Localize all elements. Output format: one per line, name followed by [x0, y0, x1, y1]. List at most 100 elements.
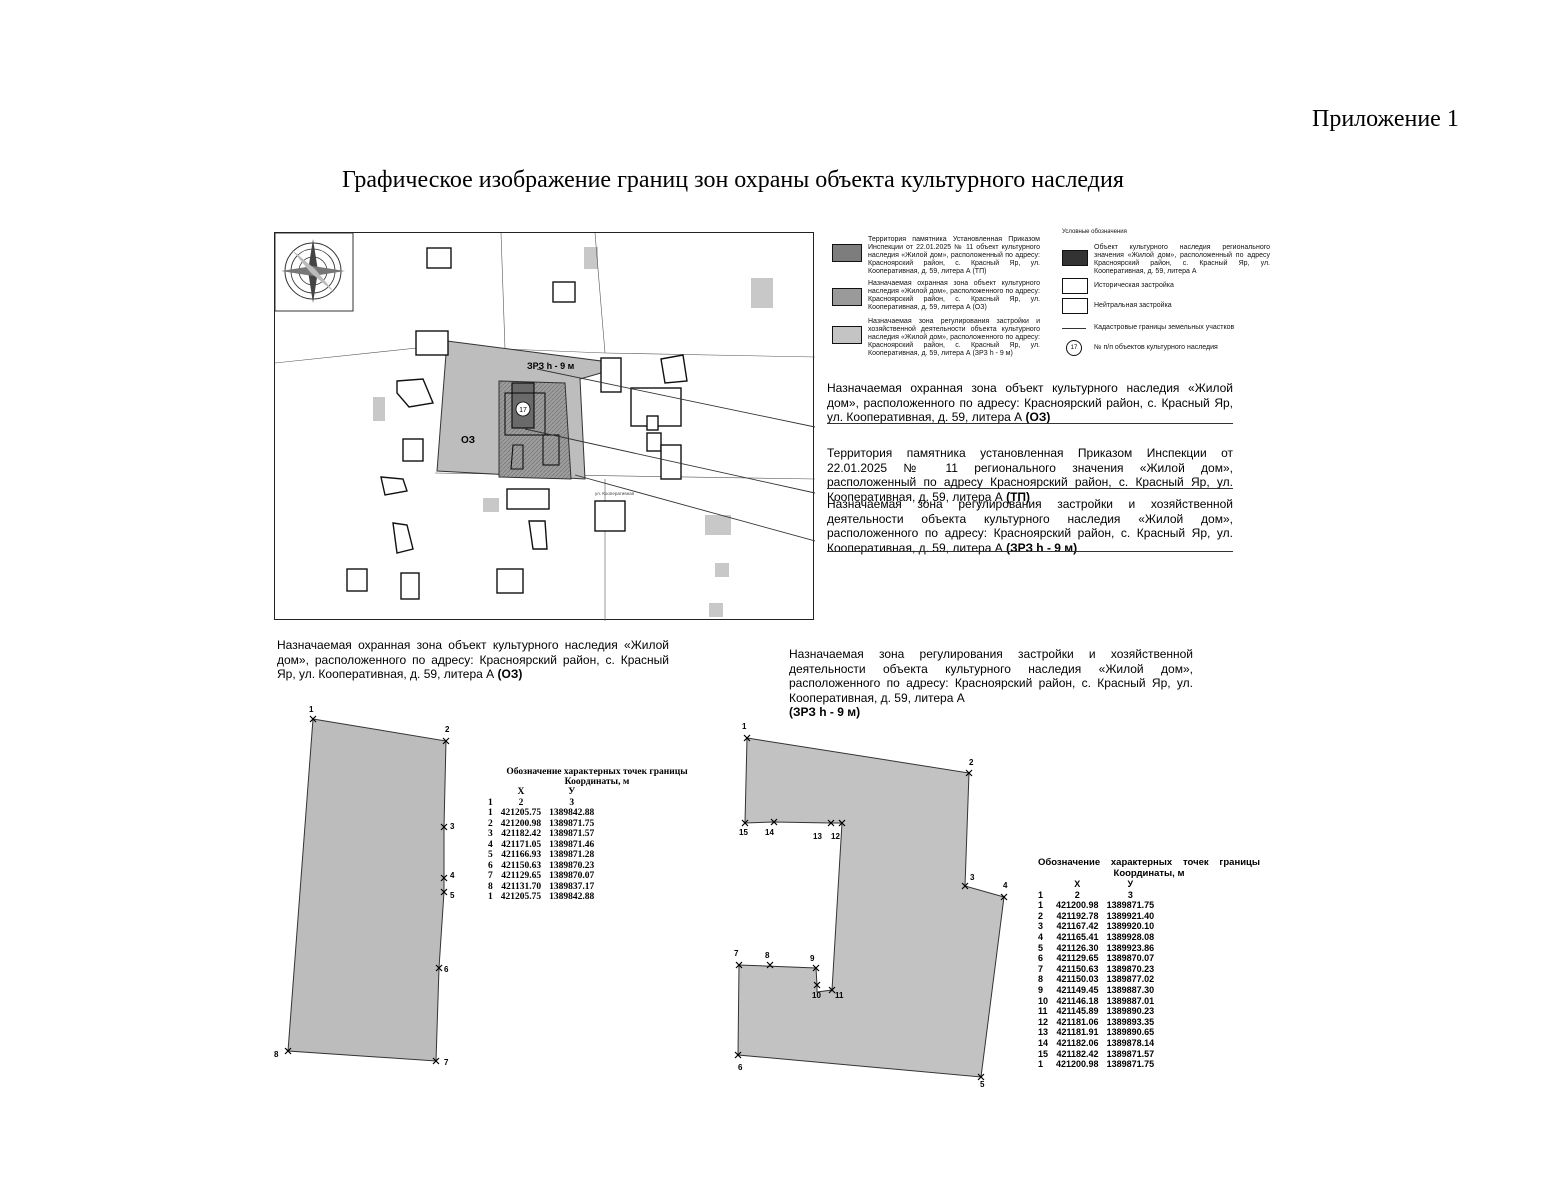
callout-zrz: Назначаемая зона регулирования застройки… [827, 497, 1233, 555]
oz-cell: 421200.98 [500, 818, 542, 829]
legend-item-tp: Территория памятника Установленная Прика… [832, 236, 1056, 280]
zrz-point-label: 15 [739, 828, 748, 837]
legend-item-object: Объект культурного наследия региональног… [1062, 244, 1272, 278]
oz-cell: 1 [488, 808, 493, 818]
legend-number-circle: 17 [1066, 340, 1082, 356]
oz-cell: 1389871.46 [549, 839, 595, 850]
zrz-cell: 1389878.14 [1106, 1037, 1155, 1048]
legend-text-oz: Назначаемая охранная зона объект культур… [868, 280, 1040, 311]
zrz-cell: 1389870.07 [1106, 953, 1155, 964]
zrz-cell: 1389921.40 [1106, 910, 1155, 921]
oz-cell: 1389842.88 [549, 808, 595, 818]
zrz-cell: 12 [1038, 1016, 1049, 1027]
legend-symbols: Условные обозначения Объект культурного … [1062, 228, 1272, 360]
situation-map: 17 ОЗ [274, 232, 815, 621]
zrz-cell: 421182.06 [1056, 1037, 1099, 1048]
zrz-cell: 1 [1038, 1059, 1044, 1070]
oz-cell: 1389871.57 [549, 829, 595, 839]
zrz-point-label: 6 [738, 1063, 743, 1072]
callout-zrz-tag: (ЗРЗ h - 9 м) [1006, 540, 1078, 555]
callout-oz-tag: (ОЗ) [1025, 410, 1051, 424]
oz-point-label: 4 [450, 871, 455, 880]
callout-tp-text: Территория памятника установленная Прика… [827, 446, 1233, 504]
zrz-cell: 1389871.75 [1106, 900, 1155, 911]
zrz-point-label: 3 [970, 873, 975, 882]
zrz-point-label: 4 [1003, 881, 1008, 890]
legend-text-object: Объект культурного наследия региональног… [1094, 244, 1270, 275]
legend-item-zrz: Назначаемая зона регулирования застройки… [832, 318, 1056, 362]
oz-cell: 421182.42 [501, 829, 542, 839]
table-row: 1 421205.75 1389842.88 [484, 808, 598, 819]
zrz-point-label: 11 [835, 991, 844, 1000]
legend-item-number: 17 № п/п объектов культурного наследия [1062, 340, 1272, 360]
zrz-cell: 1389871.75 [1106, 1059, 1155, 1070]
zrz-cell: 421181.06 [1056, 1016, 1099, 1027]
oz-boundary [287, 718, 447, 1062]
label-zrz: ЗРЗ h - 9 м [527, 361, 575, 371]
legend-swatch-zrz [832, 326, 862, 344]
zrz-point-label: 10 [812, 991, 821, 1000]
zrz-cell: 421150.03 [1056, 974, 1099, 985]
oz-cell: 6 [488, 860, 493, 871]
leader-lines [524, 368, 815, 542]
oz-cell: 1389871.75 [549, 818, 595, 829]
oz-cell: 5 [488, 850, 493, 860]
oz-cell: 1389837.17 [549, 881, 595, 892]
compass-rose-icon [275, 233, 354, 312]
oz-cell: 2 [488, 818, 493, 829]
legend-swatch-tp [832, 244, 862, 262]
zrz-cell: 1 [1038, 900, 1044, 911]
zrz-cell: 1389893.35 [1106, 1016, 1155, 1027]
zrz-cell: 421129.65 [1056, 953, 1099, 964]
oz-zone [498, 380, 572, 480]
zrz-cell: 421145.89 [1056, 1006, 1099, 1017]
oz-cell: 4 [488, 839, 493, 850]
zrz-col-y: У [1127, 879, 1134, 889]
zrz-point-label: 5 [980, 1080, 985, 1089]
oz-point-label: 1 [309, 705, 314, 714]
legend-item-oz: Назначаемая охранная зона объект культур… [832, 280, 1056, 318]
oz-col-num: 3 [569, 797, 575, 808]
map-drawing: 17 ОЗ [275, 233, 815, 621]
zrz-point-label: 7 [734, 949, 739, 958]
zrz-cell: 1389928.08 [1106, 931, 1155, 942]
callout-divider-1 [827, 423, 1233, 424]
zrz-cell: 421200.98 [1056, 900, 1099, 911]
oz-col-y: У [568, 787, 576, 797]
oz-cell: 421205.75 [500, 892, 542, 902]
oz-point-label: 2 [445, 725, 450, 734]
zrz-table-title: Обозначение характерных точек границы [1038, 857, 1260, 868]
callout-divider-3 [827, 551, 1233, 552]
zrz-cell: 7 [1038, 963, 1044, 974]
callout-tp-tag: (ТП) [1006, 489, 1031, 504]
zrz-cell: 1389887.30 [1106, 984, 1155, 995]
zrz-cell: 1389920.10 [1106, 921, 1155, 932]
zrz-cell: 421146.18 [1056, 995, 1099, 1006]
zrz-cell: 1389923.86 [1106, 942, 1155, 953]
oz-cell: 421205.75 [500, 808, 542, 818]
oz-cell: 8 [488, 881, 493, 892]
zrz-cell: 15 [1038, 1048, 1049, 1059]
zrz-table-subtitle: Координаты, м [1113, 868, 1185, 879]
legend-swatch-object [1062, 250, 1088, 266]
legend-text-historic: Историческая застройка [1094, 282, 1174, 289]
zrz-cell: 6 [1038, 953, 1044, 964]
table-row: 1 2 3 [484, 798, 598, 809]
zrz-caption-tag: (ЗРЗ h - 9 м) [789, 705, 861, 719]
background-parcels [373, 247, 773, 617]
oz-cell: 421150.63 [501, 860, 542, 871]
